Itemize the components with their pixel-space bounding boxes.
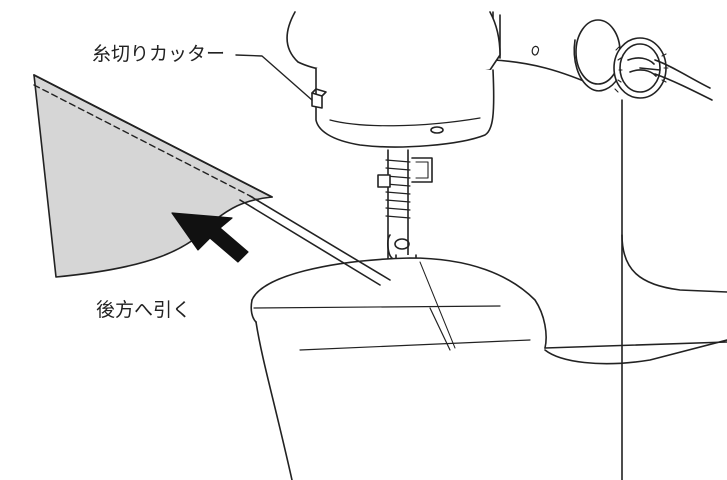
hand-wheel bbox=[573, 19, 713, 101]
threads bbox=[239, 195, 391, 286]
machine-head bbox=[286, 11, 501, 148]
thread-cutter-label: 糸切りカッター bbox=[92, 43, 226, 65]
pull-direction-arrow-icon bbox=[171, 212, 249, 263]
sewing-bed bbox=[250, 257, 727, 480]
fabric bbox=[33, 74, 273, 278]
pull-back-label: 後方へ引く bbox=[96, 299, 192, 321]
thread-cutter-leader bbox=[235, 54, 313, 101]
